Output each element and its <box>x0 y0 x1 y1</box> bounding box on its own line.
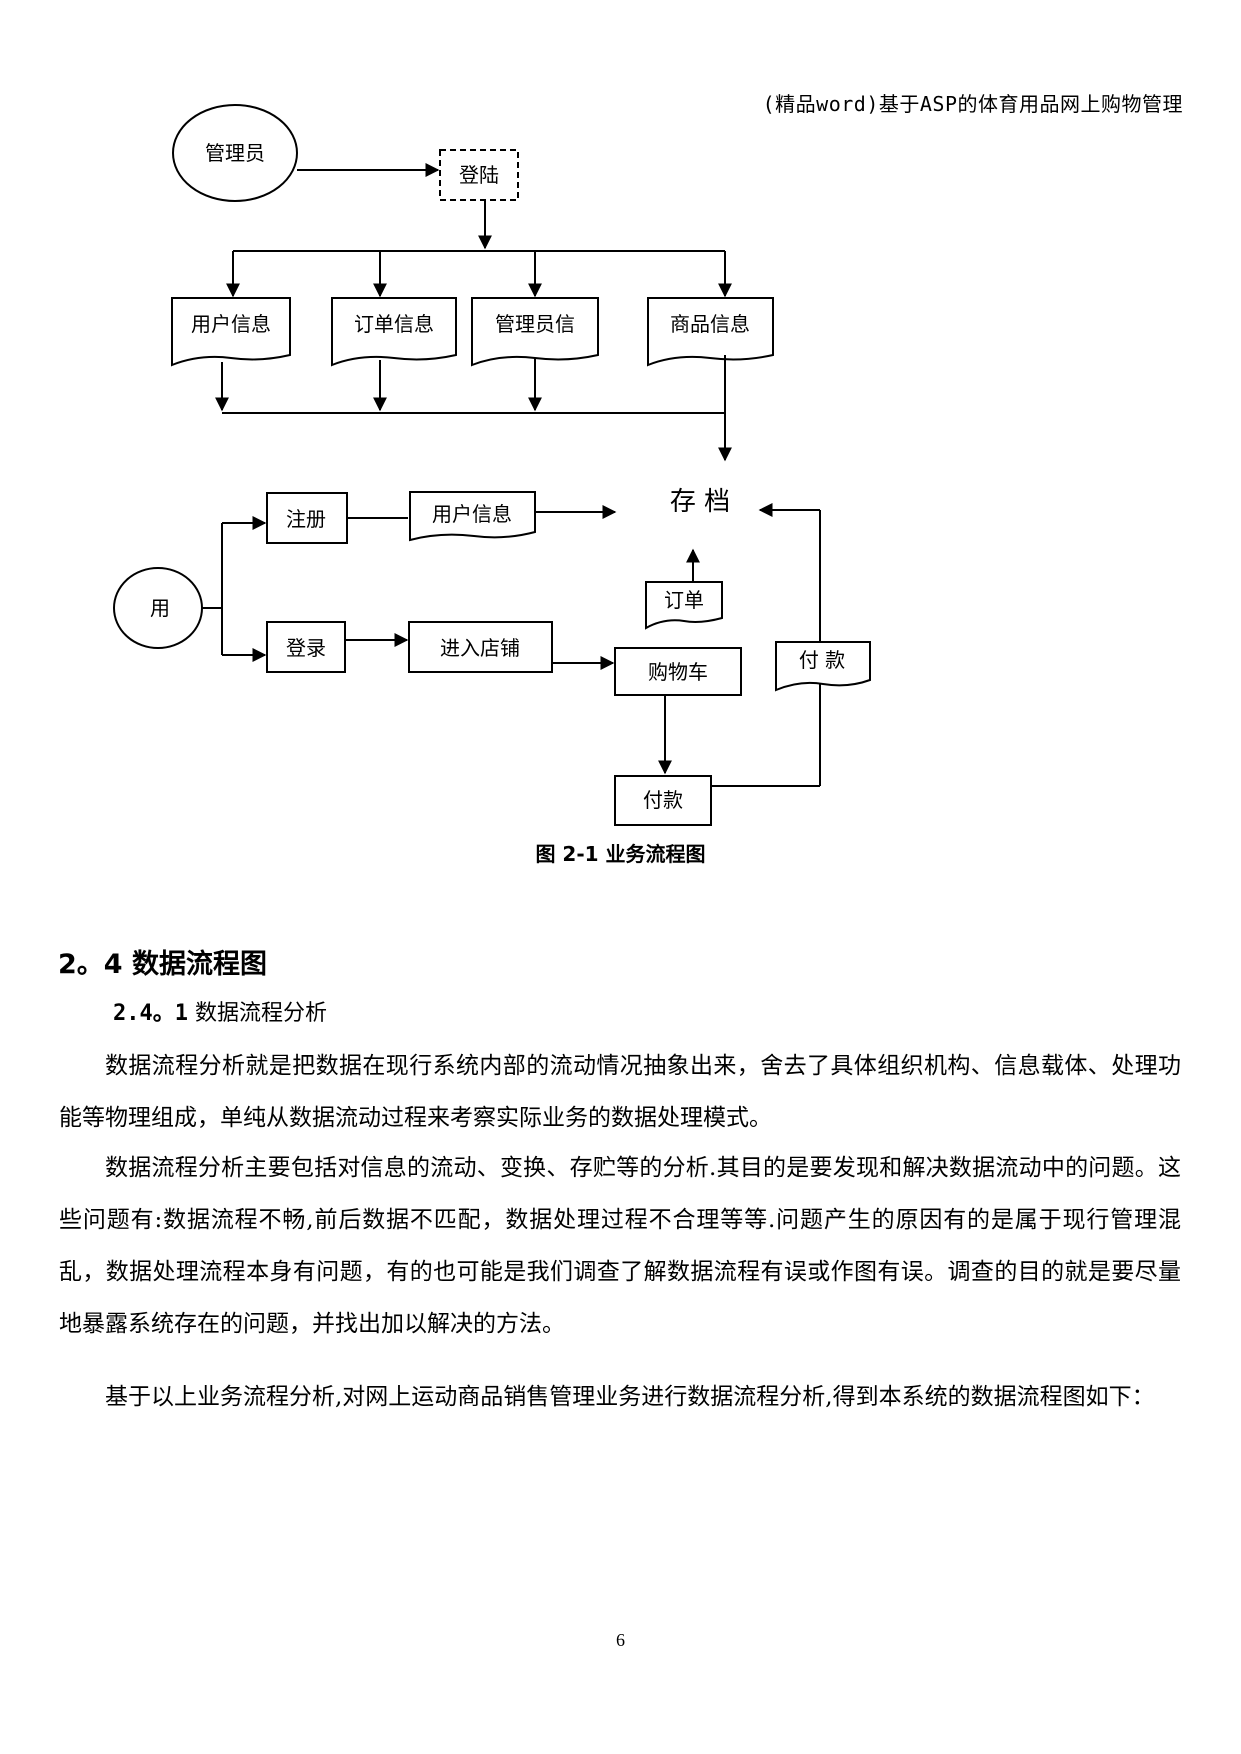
user-info-label: 用户信息 <box>191 312 271 336</box>
body-paragraph-2: 数据流程分析主要包括对信息的流动、变换、存贮等的分析.其目的是要发现和解决数据流… <box>59 1142 1181 1350</box>
section-heading: 2。4 数据流程图 <box>58 949 267 980</box>
cart-node <box>614 647 742 696</box>
running-header: (精品word)基于ASP的体育用品网上购物管理 <box>762 92 1183 116</box>
user-login-label: 登录 <box>286 636 326 660</box>
order-info-doc <box>331 297 457 367</box>
paragraph-text: 数据流程分析主要包括对信息的流动、变换、存贮等的分析.其目的是要发现和解决数据流… <box>59 1155 1181 1337</box>
goods-info-label: 商品信息 <box>670 312 750 336</box>
cart-label: 购物车 <box>648 660 708 684</box>
order-label: 订单 <box>664 588 704 612</box>
body-paragraph-3: 基于以上业务流程分析,对网上运动商品销售管理业务进行数据流程分析,得到本系统的数… <box>59 1366 1181 1428</box>
figure-caption: 图 2-1 业务流程图 <box>535 842 706 866</box>
subsection-number: 2.4。1 <box>113 1001 188 1026</box>
enter-shop-label: 进入店铺 <box>440 636 520 660</box>
subsection-heading: 2.4。1 数据流程分析 <box>113 995 327 1027</box>
order-info-label: 订单信息 <box>354 312 434 336</box>
user-login-node <box>266 621 346 673</box>
user-info-2-label: 用户信息 <box>432 502 512 526</box>
subsection-title: 数据流程分析 <box>194 1001 327 1026</box>
payment-doc <box>775 641 871 692</box>
admin-label: 管理员 <box>205 141 265 165</box>
user-label: 用 <box>150 596 170 620</box>
paragraph-text: 数据流程分析就是把数据在现行系统内部的流动情况抽象出来，舍去了具体组织机构、信息… <box>59 1053 1181 1131</box>
archive-label: 存 档 <box>670 487 730 517</box>
admin-login-node <box>439 149 519 201</box>
register-label: 注册 <box>286 507 326 531</box>
payment-label: 付款 <box>643 788 683 812</box>
payment-node <box>614 775 712 826</box>
body-paragraph-1: 数据流程分析就是把数据在现行系统内部的流动情况抽象出来，舍去了具体组织机构、信息… <box>59 1040 1181 1144</box>
admin-login-label: 登陆 <box>459 163 499 187</box>
paragraph-text: 基于以上业务流程分析,对网上运动商品销售管理业务进行数据流程分析,得到本系统的数… <box>105 1384 1155 1410</box>
goods-info-doc <box>647 297 774 367</box>
order-doc <box>645 581 723 630</box>
user-info-doc-2 <box>409 491 536 542</box>
business-flowchart: 管理员 登陆 用户信息 订单信息 管理员信 商品信息 存 档 用 注册 用户信息… <box>113 104 871 826</box>
payment-doc-label: 付 款 <box>799 648 845 672</box>
admin-info-label: 管理员信 <box>495 312 575 336</box>
admin-node <box>172 104 298 202</box>
user-info-doc <box>171 297 291 367</box>
page-number: 6 <box>616 1630 625 1650</box>
enter-shop-node <box>408 621 553 673</box>
